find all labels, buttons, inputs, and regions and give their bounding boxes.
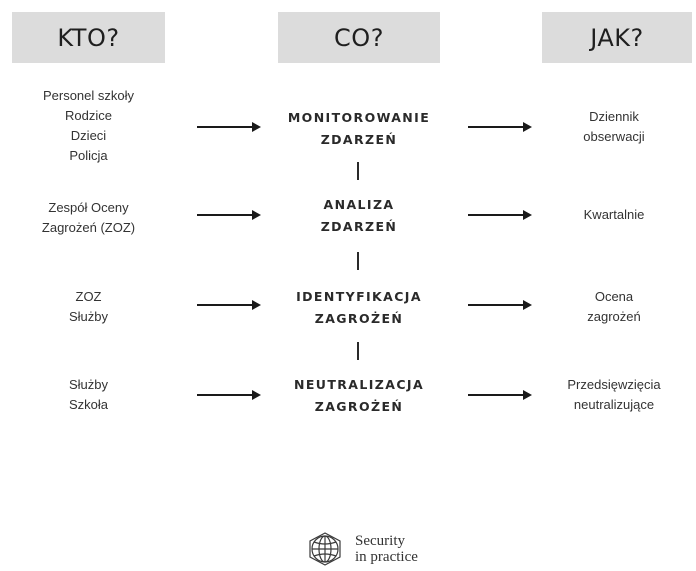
arrow-right-icon (468, 209, 532, 221)
logo: Security in practice (305, 530, 418, 568)
row-2-who: Zespół Oceny Zagrożeń (ZOZ) (0, 198, 177, 238)
globe-grid-icon (309, 532, 341, 566)
logo-line-2: in practice (355, 549, 418, 565)
row-4-how-line: Przedsięwzięcia (567, 377, 661, 392)
header-how: JAK? (542, 12, 692, 63)
row-2-who-line: Zagrożeń (ZOZ) (41, 220, 136, 235)
row-4-how: Przedsięwzięcia neutralizujące (532, 375, 696, 415)
row-3-who-line: ZOZ (75, 289, 102, 304)
logo-text: Security in practice (355, 533, 418, 565)
row-3-what-line: ZAGROŻEŃ (314, 311, 404, 326)
header-what: CO? (278, 12, 440, 63)
row-3-how: Ocena zagrożeń (532, 287, 696, 327)
connector-line (357, 252, 359, 270)
row-1-how: Dziennik obserwacji (532, 107, 696, 147)
row-2-what: ANALIZA ZDARZEŃ (260, 194, 458, 238)
row-4-who-line: Służby (68, 377, 109, 392)
row-1-how-line: obserwacji (583, 129, 645, 144)
row-3-how-line: Ocena (594, 289, 634, 304)
row-4-what-line: ZAGROŻEŃ (314, 399, 404, 414)
header-who: KTO? (12, 12, 165, 63)
row-4-who-line: Szkoła (68, 397, 109, 412)
row-2-what-line: ZDARZEŃ (320, 219, 398, 234)
arrow-right-icon (468, 389, 532, 401)
row-1-who-line: Personel szkoły (42, 88, 135, 103)
connector-line (357, 342, 359, 360)
row-2-how: Kwartalnie (532, 205, 696, 225)
row-2-what-line: ANALIZA (323, 197, 395, 212)
row-2-how-line: Kwartalnie (583, 207, 645, 222)
arrow-right-icon (197, 209, 261, 221)
row-3-what-line: IDENTYFIKACJA (296, 289, 422, 304)
row-1-what: MONITOROWANIE ZDARZEŃ (260, 107, 458, 151)
row-3-what: IDENTYFIKACJA ZAGROŻEŃ (260, 286, 458, 330)
arrow-right-icon (197, 389, 261, 401)
row-3-who: ZOZ Służby (0, 287, 177, 327)
row-1-how-line: Dziennik (589, 109, 639, 124)
row-4-who: Służby Szkoła (0, 375, 177, 415)
arrow-right-icon (197, 121, 261, 133)
row-4-what: NEUTRALIZACJA ZAGROŻEŃ (260, 374, 458, 418)
row-1-who-line: Rodzice (65, 108, 112, 123)
arrow-right-icon (197, 299, 261, 311)
arrow-right-icon (468, 299, 532, 311)
row-4-what-line: NEUTRALIZACJA (293, 377, 425, 392)
row-1-who: Personel szkoły Rodzice Dzieci Policja (0, 86, 177, 166)
row-3-who-line: Służby (68, 309, 109, 324)
row-1-what-line: ZDARZEŃ (320, 132, 398, 147)
row-4-how-line: neutralizujące (573, 397, 655, 412)
row-2-who-line: Zespół Oceny (48, 200, 129, 215)
row-1-what-line: MONITOROWANIE (287, 110, 431, 125)
row-1-who-line: Policja (69, 148, 108, 163)
row-1-who-line: Dzieci (70, 128, 107, 143)
logo-line-1: Security (355, 533, 405, 549)
arrow-right-icon (468, 121, 532, 133)
connector-line (357, 162, 359, 180)
row-3-how-line: zagrożeń (587, 309, 641, 324)
